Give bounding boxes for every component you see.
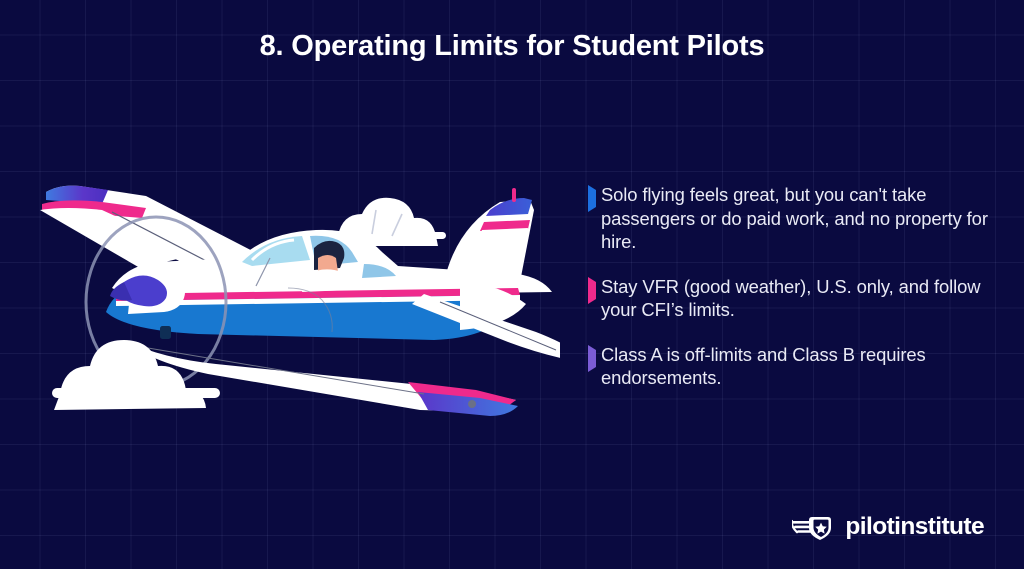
vertical-stabilizer — [444, 188, 534, 282]
engine-nose — [110, 270, 185, 314]
triangle-right-icon — [588, 185, 598, 212]
brand-logo: pilotinstitute — [791, 512, 985, 542]
triangle-right-icon — [588, 344, 598, 372]
bullet-text: Solo flying feels great, but you can't t… — [601, 184, 988, 252]
bullet-text: Class A is off-limits and Class B requir… — [601, 343, 926, 389]
list-item: Stay VFR (good weather), U.S. only, and … — [588, 275, 988, 322]
pilot-figure — [302, 240, 348, 292]
horizontal-stabilizer — [412, 294, 580, 360]
triangle-right-icon — [588, 276, 598, 304]
airplane-illustration — [20, 170, 580, 430]
list-item: Solo flying feels great, but you can't t… — [588, 183, 988, 254]
list-item: Class A is off-limits and Class B requir… — [588, 343, 988, 390]
left-wing — [40, 185, 274, 278]
right-wing — [124, 340, 518, 416]
stripe-pink — [116, 288, 520, 301]
winged-shield-star-icon — [791, 512, 836, 542]
bullet-list: Solo flying feels great, but you can't t… — [588, 183, 988, 411]
cloud-front-icon — [52, 340, 220, 410]
bullet-text: Stay VFR (good weather), U.S. only, and … — [601, 275, 981, 321]
page-title: 8. Operating Limits for Student Pilots — [259, 30, 765, 62]
logo-wordmark: pilotinstitute — [845, 513, 984, 540]
